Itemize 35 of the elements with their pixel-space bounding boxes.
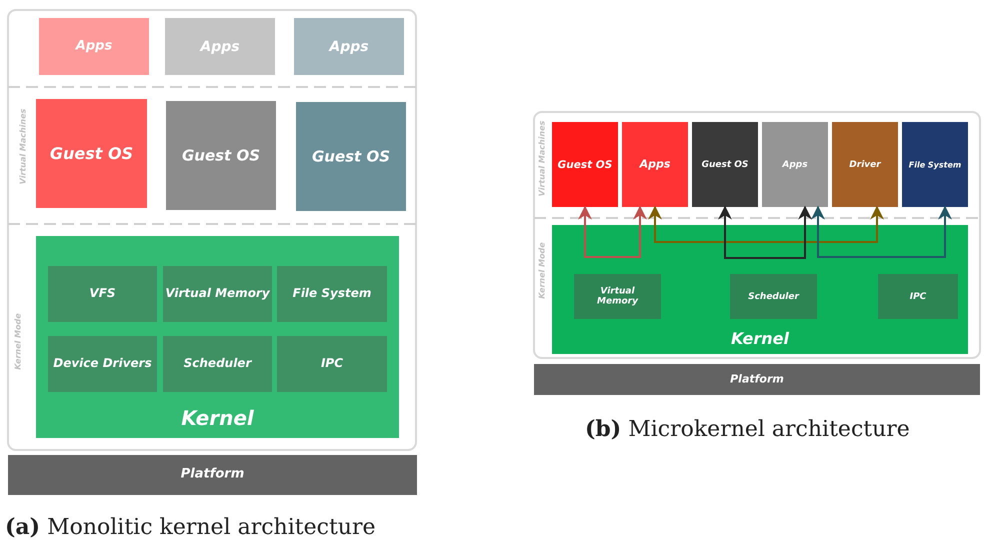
component-box: Guest OS [166, 101, 276, 210]
component-box: Apps [39, 18, 149, 75]
module-box: Virtual Memory [163, 266, 272, 322]
component-box: Apps [622, 122, 688, 207]
figure-caption: (b) Microkernel architecture [585, 416, 910, 442]
component-box: Apps [294, 18, 404, 75]
component-box: Platform [534, 364, 980, 395]
component-box: Driver [832, 122, 898, 207]
component-box: Apps [165, 18, 275, 75]
component-box: Apps [762, 122, 828, 207]
connector-arrow [718, 206, 812, 259]
component-box: Kernel Virtual Memory Scheduler IPC [552, 225, 968, 354]
component-box: Platform [8, 455, 417, 495]
component-box: Guest OS [552, 122, 618, 207]
module-box: Scheduler [730, 274, 817, 319]
component-box: Guest OS [692, 122, 758, 207]
section-label: Kernel Mode [14, 312, 22, 372]
module-box: Device Drivers [48, 336, 157, 392]
component-box: Guest OS [296, 102, 406, 211]
section-label: Kernel Mode [538, 241, 546, 301]
connector-arrow [648, 206, 884, 243]
module-box: Virtual Memory [574, 274, 661, 319]
component-box: Kernel VFS Virtual Memory File System Device Drivers Scheduler IPC [36, 236, 399, 438]
connector-arrow [811, 206, 952, 258]
module-box: Scheduler [163, 336, 272, 392]
module-box: IPC [277, 336, 387, 392]
figure-caption: (a) Monolitic kernel architecture [5, 514, 376, 540]
section-label: Virtual Machines [18, 108, 28, 186]
module-box: VFS [48, 266, 157, 322]
connector-arrow [578, 206, 647, 258]
module-box: File System [277, 266, 387, 322]
component-box: Guest OS [36, 99, 147, 208]
section-label: Virtual Machines [538, 120, 546, 198]
component-box: File System [902, 122, 968, 207]
module-box: IPC [878, 274, 958, 319]
